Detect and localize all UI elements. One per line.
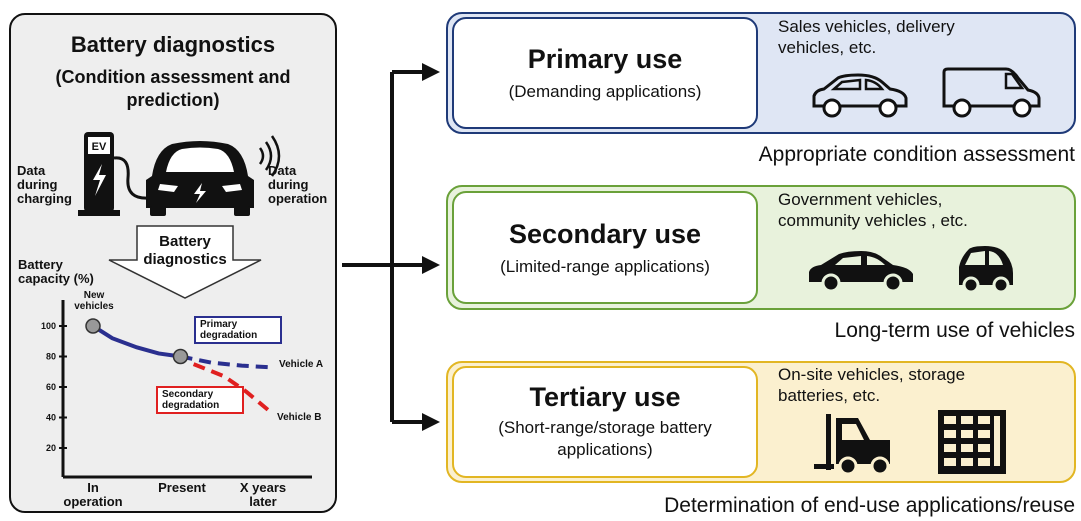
y-label-line2: capacity (%) bbox=[18, 271, 94, 286]
primary-use-card: Primary use (Demanding applications) bbox=[452, 17, 758, 129]
sedan-icon bbox=[809, 251, 913, 293]
data-during-charging-label: Data during charging bbox=[17, 164, 72, 206]
x-tick-0-line2: operation bbox=[63, 494, 123, 509]
panel-subtitle-line2: prediction) bbox=[126, 90, 220, 110]
vehicle-a-dashed-line bbox=[180, 354, 269, 370]
charging-scene: EV bbox=[78, 132, 281, 216]
x-tick-0-line1: In bbox=[87, 480, 99, 495]
data-charging-line3: charging bbox=[17, 191, 72, 206]
forklift-icon bbox=[814, 414, 890, 476]
secondary-use-card: Secondary use (Limited-range application… bbox=[452, 191, 758, 304]
tertiary-desc-line1: On-site vehicles, storage bbox=[778, 365, 966, 384]
tertiary-desc-line2: batteries, etc. bbox=[778, 386, 881, 405]
primary-degradation-line1: Primary bbox=[200, 319, 238, 330]
tertiary-use-subtitle: (Short-range/storage battery application… bbox=[454, 417, 756, 461]
arrow-to-secondary-icon bbox=[422, 256, 440, 274]
ev-charger-icon: EV bbox=[78, 132, 151, 216]
y-tick-label: 60 bbox=[46, 382, 56, 392]
tertiary-subtitle-line2: applications) bbox=[557, 440, 653, 459]
tertiary-subtitle-line1: (Short-range/storage battery bbox=[498, 418, 712, 437]
secondary-desc-line2: community vehicles , etc. bbox=[778, 211, 968, 230]
storage-battery-icon bbox=[938, 410, 1006, 474]
primary-use-caption: Appropriate condition assessment bbox=[758, 143, 1075, 166]
secondary-use-examples: Government vehicles, community vehicles … bbox=[778, 189, 968, 231]
tertiary-use-examples: On-site vehicles, storage batteries, etc… bbox=[778, 364, 965, 406]
new-vehicles-line2: vehicles bbox=[74, 301, 114, 312]
wireless-signal-icon bbox=[258, 135, 281, 177]
electric-car-icon bbox=[146, 141, 254, 216]
x-tick-present: Present bbox=[137, 481, 227, 495]
capacity-marker bbox=[85, 318, 101, 334]
primary-use-subtitle: (Demanding applications) bbox=[508, 82, 702, 101]
x-tick-in-operation: In operation bbox=[48, 481, 138, 509]
new-vehicles-line1: New bbox=[83, 290, 105, 301]
new-vehicles-label: New vehicles bbox=[72, 290, 116, 312]
data-charging-line1: Data bbox=[17, 163, 46, 178]
tertiary-use-card: Tertiary use (Short-range/storage batter… bbox=[452, 366, 758, 478]
x-tick-2-line2: later bbox=[249, 494, 277, 509]
van-outline-icon bbox=[942, 67, 1041, 118]
secondary-desc-line1: Government vehicles, bbox=[778, 190, 943, 209]
arrow-to-tertiary-icon bbox=[422, 413, 440, 431]
primary-degradation-line2: degradation bbox=[200, 330, 258, 341]
y-tick-label: 20 bbox=[46, 443, 56, 453]
secondary-use-title: Secondary use bbox=[508, 219, 702, 249]
arrow-to-primary-icon bbox=[422, 63, 440, 81]
secondary-use-caption: Long-term use of vehicles bbox=[834, 319, 1075, 342]
data-charging-line2: during bbox=[17, 177, 58, 192]
data-operation-line3: operation bbox=[268, 191, 328, 206]
x-tick-2-line1: X years bbox=[239, 480, 287, 495]
secondary-degradation-box: Secondary degradation bbox=[156, 386, 244, 414]
tertiary-use-title: Tertiary use bbox=[529, 382, 681, 412]
diagnostics-arrow-line2: diagnostics bbox=[143, 251, 227, 268]
vehicle-a-label: Vehicle A bbox=[279, 359, 324, 370]
y-tick-label: 40 bbox=[46, 413, 56, 423]
primary-use-examples: Sales vehicles, delivery vehicles, etc. bbox=[778, 16, 955, 58]
branch-arrows bbox=[342, 63, 440, 431]
y-tick-label: 100 bbox=[41, 321, 56, 331]
panel-title: Battery diagnostics bbox=[70, 32, 276, 57]
tertiary-use-caption: Determination of end-use applications/re… bbox=[664, 494, 1075, 517]
data-operation-line2: during bbox=[268, 177, 309, 192]
chart-y-axis-label: Battery capacity (%) bbox=[18, 258, 94, 286]
primary-use-title: Primary use bbox=[527, 44, 683, 74]
diagnostics-arrow-label: Battery diagnostics bbox=[125, 233, 245, 269]
primary-desc-line1: Sales vehicles, delivery bbox=[778, 17, 955, 36]
diagnostics-arrow-line1: Battery bbox=[159, 233, 211, 250]
primary-desc-line2: vehicles, etc. bbox=[778, 38, 877, 57]
capacity-chart: 100 80 60 40 20 bbox=[41, 300, 312, 479]
secondary-use-subtitle: (Limited-range applications) bbox=[500, 257, 710, 276]
y-label-line1: Battery bbox=[18, 257, 63, 272]
secondary-degradation-line2: degradation bbox=[162, 400, 220, 411]
vehicle-b-label: Vehicle B bbox=[277, 412, 322, 423]
capacity-marker bbox=[172, 348, 189, 365]
panel-subtitle-line1: (Condition assessment and bbox=[55, 67, 291, 87]
car-outline-icon bbox=[812, 73, 908, 118]
ev-sign-text: EV bbox=[92, 141, 107, 153]
data-during-operation-label: Data during operation bbox=[268, 164, 327, 206]
panel-subtitle: (Condition assessment and prediction) bbox=[9, 66, 337, 112]
x-tick-x-years-later: X years later bbox=[218, 481, 308, 509]
vehicle-a-solid-line bbox=[91, 324, 183, 359]
x-tick-1-line1: Present bbox=[158, 480, 206, 495]
data-operation-line1: Data bbox=[268, 163, 297, 178]
diagnostics-down-arrow bbox=[108, 225, 262, 299]
primary-degradation-box: Primary degradation bbox=[194, 316, 282, 344]
vehicle-b-dashed-line bbox=[192, 362, 270, 412]
y-tick-label: 80 bbox=[46, 352, 56, 362]
secondary-degradation-line1: Secondary bbox=[162, 389, 214, 400]
compact-car-icon bbox=[959, 246, 1013, 294]
